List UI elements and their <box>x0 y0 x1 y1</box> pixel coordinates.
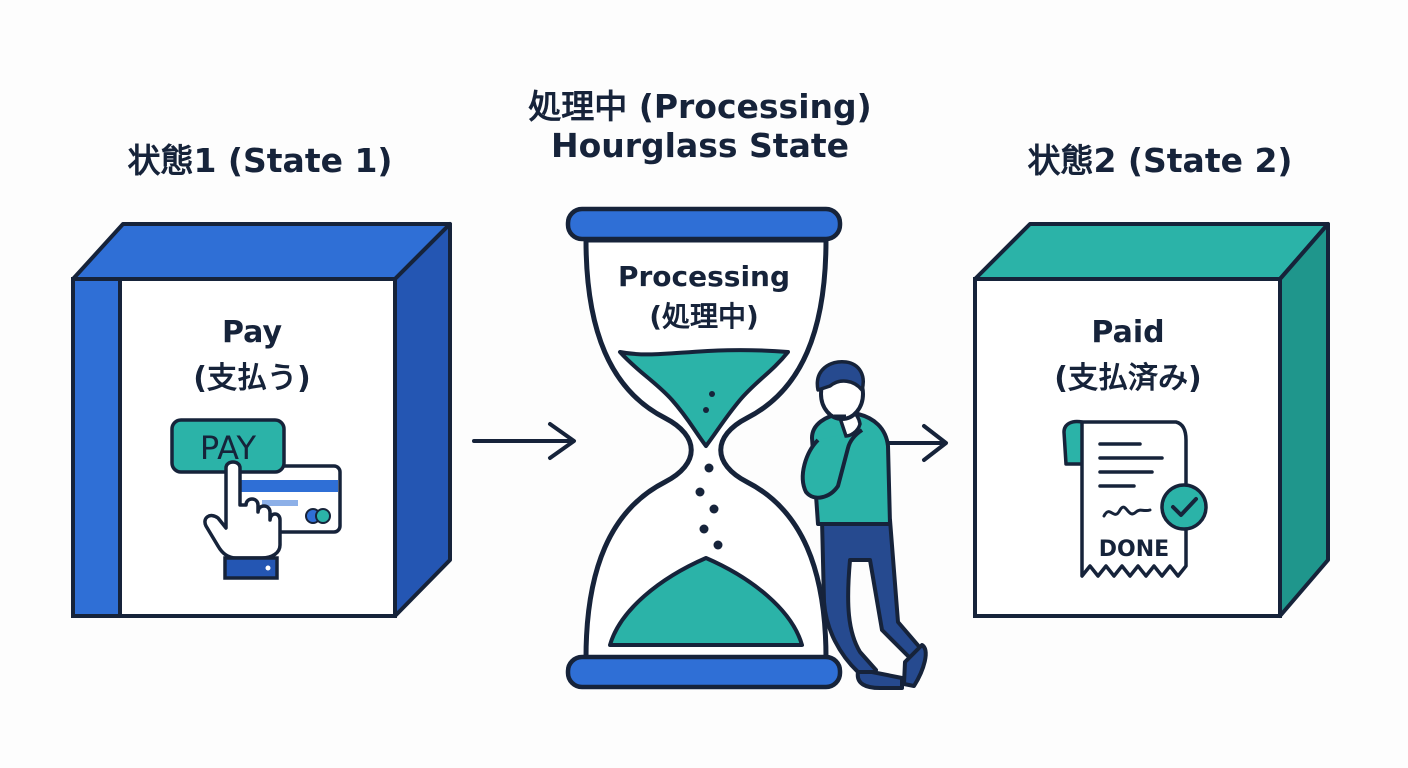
state2-title-text: 状態2 (State 2) <box>1027 141 1293 180</box>
hourglass-top-sand <box>618 348 790 448</box>
hand-pointer-icon <box>203 460 282 580</box>
processing-title: 処理中 (Processing) Hourglass State <box>450 87 950 166</box>
pay-button-icon: PAY <box>170 418 286 474</box>
state1-box-top <box>71 222 452 281</box>
arrow-right-icon <box>472 422 576 460</box>
state1-title: 状態1 (State 1) <box>60 141 460 181</box>
pay-button-text: PAY <box>200 429 257 467</box>
hourglass-icon: Processing (処理中) <box>565 206 843 690</box>
thinking-person-icon <box>800 360 928 690</box>
arrow-right-icon <box>882 424 948 462</box>
receipt-icon: DONE <box>1062 419 1188 578</box>
processing-label-line1: Processing <box>618 260 790 293</box>
checkmark-icon <box>1160 483 1208 531</box>
state1-box-side <box>393 222 452 618</box>
state2-box: Paid (支払済み) DONE <box>973 222 1330 618</box>
hourglass-bottom-cap <box>565 654 843 690</box>
processing-title-line1: 処理中 (Processing) <box>528 87 872 126</box>
state1-box: Pay (支払う) PAY <box>71 222 452 618</box>
state1-label-line1: Pay <box>222 315 283 350</box>
state2-title: 状態2 (State 2) <box>960 141 1360 181</box>
sand-grains <box>695 391 723 550</box>
state2-box-top <box>973 222 1330 281</box>
credit-card-icon <box>236 464 342 534</box>
state2-label-line2: (支払済み) <box>1054 361 1201 396</box>
processing-label-line2: (処理中) <box>649 300 759 333</box>
state2-box-side <box>1278 222 1330 618</box>
state1-label-line2: (支払う) <box>193 361 310 396</box>
receipt-done-text: DONE <box>1099 537 1169 562</box>
state1-box-band <box>75 281 119 614</box>
processing-title-line2: Hourglass State <box>551 125 849 165</box>
hourglass-bottom-sand <box>608 556 804 647</box>
state1-title-text: 状態1 (State 1) <box>127 141 393 180</box>
state2-label-line1: Paid <box>1091 315 1164 350</box>
hourglass-top-cap <box>565 206 843 242</box>
